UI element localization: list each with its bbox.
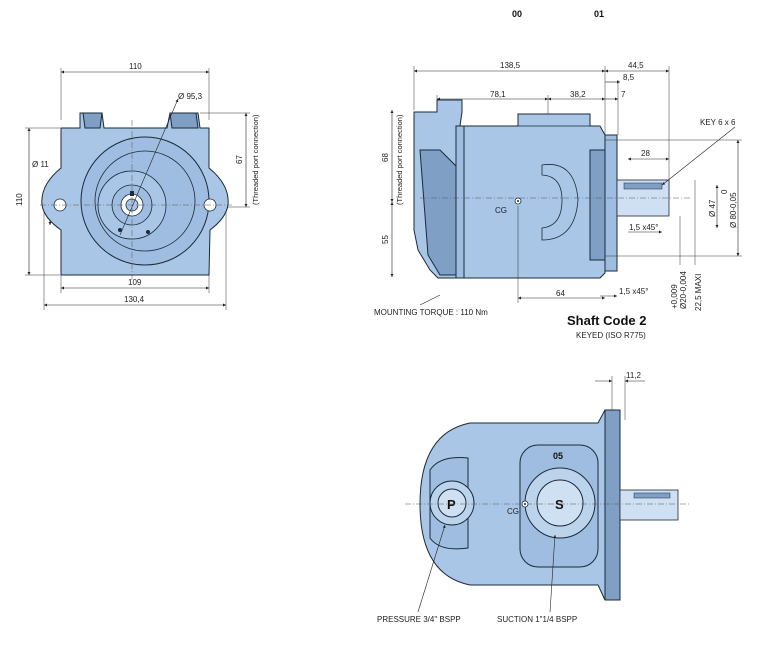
dim-d47: Ø 47	[708, 199, 717, 217]
shaft-code-subtitle: KEYED (ISO R775)	[576, 331, 646, 340]
dim-hole: Ø 11	[32, 160, 49, 169]
dim-top-width: 110	[129, 62, 142, 71]
dim-top-shaft: 11,2	[626, 371, 642, 380]
suction-label: SUCTION 1"1/4 BSPP	[497, 615, 577, 624]
dim-shaft-step: 8,5	[623, 73, 635, 82]
dim-lower-height: 55	[381, 235, 390, 244]
front-view: 110 110 Ø 11 67 (Threaded port connectio…	[15, 62, 260, 310]
dim-to-flange: 78,1	[490, 90, 506, 99]
dim-height: 110	[15, 193, 24, 206]
side-port-note: (Threaded port connection)	[395, 114, 404, 205]
pressure-port-letter: P	[447, 497, 456, 512]
side-cg-label: CG	[495, 206, 507, 215]
port-code: 05	[553, 451, 563, 461]
dim-shaft-tol-lower: Ø20-0,004	[679, 271, 688, 309]
dim-key-depth: 22,5 MAXI	[694, 274, 703, 311]
dim-upper-height: 68	[381, 153, 390, 162]
dim-d80: Ø 80-0,05	[729, 192, 738, 228]
dim-cg-x: 64	[556, 289, 565, 298]
dim-flange-thk: 7	[621, 90, 626, 99]
dim-port-height: 67	[235, 155, 244, 164]
dim-shaft-length: 44,5	[628, 61, 644, 70]
dim-bolt-spacing: 109	[128, 278, 142, 287]
dim-overall-length: 138,5	[500, 61, 521, 70]
key-label: KEY 6 x 6	[700, 118, 736, 127]
side-view: 138,5 44,5 8,5 78,1 38,2 7 68 (Threaded …	[374, 61, 742, 340]
chamfer-a: 1,5 x45°	[629, 223, 658, 232]
mounting-torque: MOUNTING TORQUE : 110 Nm	[374, 308, 488, 317]
dim-port-offset: 38,2	[570, 90, 586, 99]
chamfer-b: 1,5 x45°	[619, 287, 648, 296]
front-port-note: (Threaded port connection)	[251, 114, 260, 205]
dim-pilot-diameter: Ø 95,3	[178, 92, 203, 101]
dim-flange-width: 130,4	[124, 295, 145, 304]
top-view: 11,2 S 05 P CG PRESSURE 3/4" BSPP SUCTIO…	[377, 371, 690, 624]
dim-shaft-tol-upper: +0,009	[670, 284, 679, 309]
pressure-label: PRESSURE 3/4" BSPP	[377, 615, 461, 624]
header-code-00: 00	[512, 9, 522, 19]
header-code-01: 01	[594, 9, 604, 19]
shaft-code-title: Shaft Code 2	[567, 313, 646, 328]
dim-key-length: 28	[641, 149, 650, 158]
top-cg-label: CG	[507, 507, 519, 516]
dim-d80-upper: 0	[720, 189, 729, 194]
suction-port-letter: S	[555, 497, 564, 512]
